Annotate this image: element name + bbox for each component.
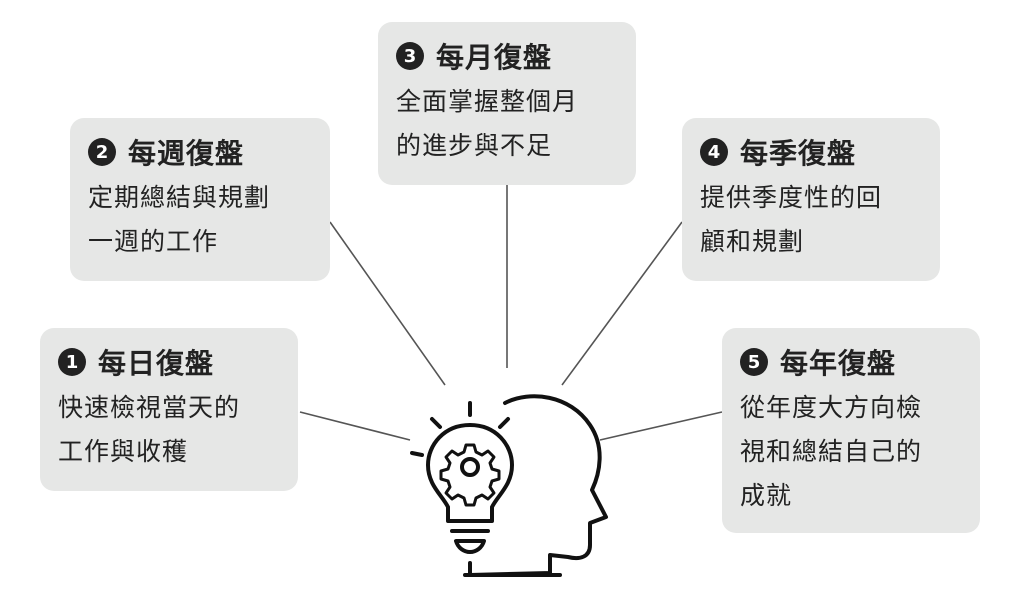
card-weekly-review: 2 每週復盤 定期總結與規劃 一週的工作 xyxy=(70,118,330,281)
description-line: 從年度大方向檢 xyxy=(740,393,923,422)
connector-1 xyxy=(299,411,411,441)
card-description: 快速檢視當天的 工作與收穫 xyxy=(58,386,280,474)
card-description: 從年度大方向檢 視和總結自己的 成就 xyxy=(740,386,962,518)
card-description: 定期總結與規劃 一週的工作 xyxy=(88,176,312,264)
number-badge: 5 xyxy=(740,348,768,376)
card-title: 每年復盤 xyxy=(780,347,897,380)
description-line: 視和總結自己的 xyxy=(740,437,923,466)
card-title: 每季復盤 xyxy=(740,137,857,170)
connector-2 xyxy=(329,221,446,386)
card-daily-review: 1 每日復盤 快速檢視當天的 工作與收穫 xyxy=(40,328,298,491)
description-line: 提供季度性的回 xyxy=(700,183,883,212)
card-description: 提供季度性的回 顧和規劃 xyxy=(700,176,922,264)
connector-4 xyxy=(561,221,683,386)
card-yearly-review: 5 每年復盤 從年度大方向檢 視和總結自己的 成就 xyxy=(722,328,980,533)
number-badge: 2 xyxy=(88,138,116,166)
card-title: 每月復盤 xyxy=(436,41,553,74)
card-title: 每日復盤 xyxy=(98,347,215,380)
head-lightbulb-gear-icon xyxy=(410,394,608,577)
card-header: 1 每日復盤 xyxy=(58,342,280,382)
description-line: 顧和規劃 xyxy=(700,227,805,256)
card-header: 3 每月復盤 xyxy=(396,36,618,76)
card-header: 2 每週復盤 xyxy=(88,132,312,172)
card-header: 4 每季復盤 xyxy=(700,132,922,172)
card-title: 每週復盤 xyxy=(128,137,245,170)
description-line: 的進步與不足 xyxy=(396,131,553,160)
description-line: 工作與收穫 xyxy=(58,437,189,466)
description-line: 定期總結與規劃 xyxy=(88,183,271,212)
description-line: 一週的工作 xyxy=(88,227,219,256)
card-quarterly-review: 4 每季復盤 提供季度性的回 顧和規劃 xyxy=(682,118,940,281)
card-header: 5 每年復盤 xyxy=(740,342,962,382)
description-line: 全面掌握整個月 xyxy=(396,87,579,116)
card-description: 全面掌握整個月 的進步與不足 xyxy=(396,80,618,168)
number-badge: 3 xyxy=(396,42,424,70)
card-monthly-review: 3 每月復盤 全面掌握整個月 的進步與不足 xyxy=(378,22,636,185)
description-line: 快速檢視當天的 xyxy=(58,393,241,422)
description-line: 成就 xyxy=(740,481,793,510)
connector-5 xyxy=(599,411,723,441)
number-badge: 1 xyxy=(58,348,86,376)
number-badge: 4 xyxy=(700,138,728,166)
